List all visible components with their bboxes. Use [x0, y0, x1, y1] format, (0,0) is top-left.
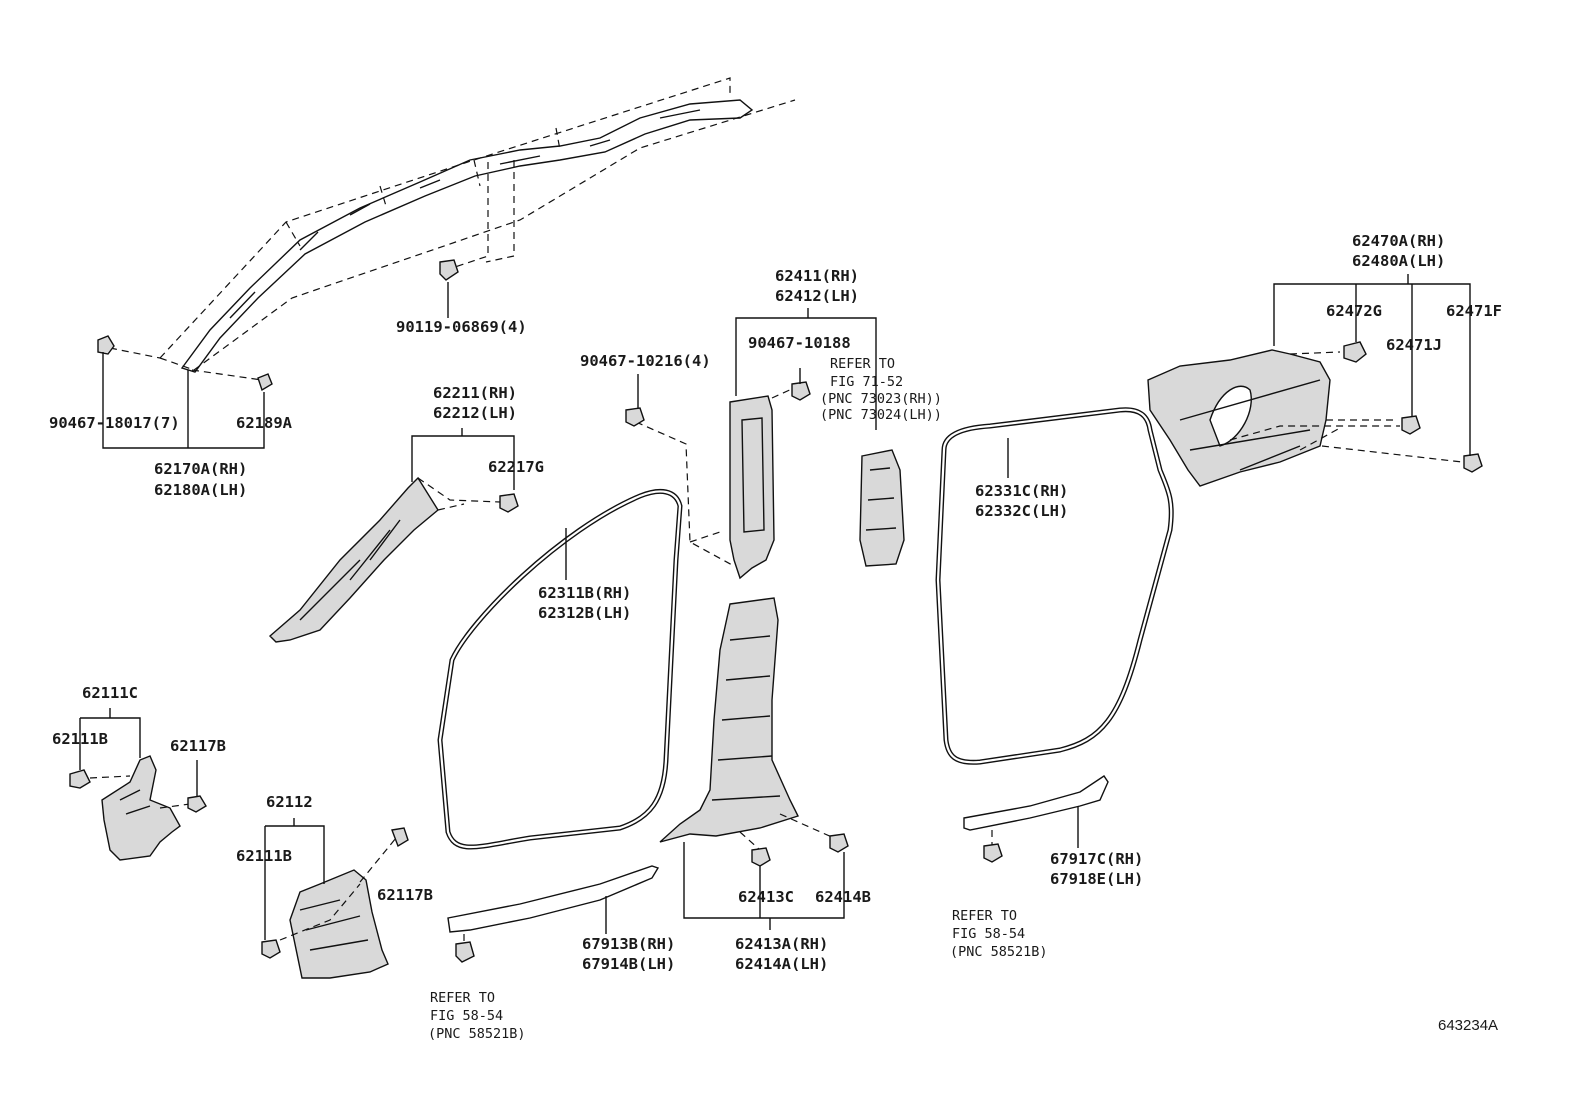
refer-note-fig71-line2: FIG 71-52 [830, 374, 904, 390]
refer-note-pnc-58521b-b: (PNC 58521B) [950, 944, 1048, 960]
part-label-62311b: 62311B(RH) [538, 584, 632, 602]
part-label-62111b-a: 62111B [52, 730, 108, 748]
front-door-weatherstrip [437, 488, 683, 850]
part-label-62312b: 62312B(LH) [538, 604, 632, 622]
part-label-90467-10188: 90467-10188 [748, 334, 851, 352]
part-label-62471f: 62471F [1446, 302, 1502, 320]
center-pillar-upper-garnish [625, 308, 877, 580]
refer-note-fig58-b-line1: REFER TO [952, 908, 1018, 924]
part-label-62117b-a: 62117B [170, 737, 226, 755]
leader-lines-roof [102, 282, 449, 449]
part-label-62414a: 62414A(LH) [735, 955, 829, 973]
refer-note-pnc-73024: (PNC 73024(LH)) [820, 407, 942, 423]
refer-note-pnc-73023: (PNC 73023(RH)) [820, 391, 942, 407]
front-pillar-garnish [268, 428, 519, 643]
part-label-62413a: 62413A(RH) [735, 935, 829, 953]
figure-id: 643234A [1438, 1017, 1499, 1034]
part-label-62170a: 62170A(RH) [154, 460, 248, 478]
clip-icon [97, 259, 459, 392]
cowl-side-trim-left [69, 708, 207, 861]
part-label-62414b: 62414B [815, 888, 871, 906]
part-label-62211: 62211(RH) [433, 384, 517, 402]
quarter-trim-panel [1147, 274, 1483, 487]
refer-note-pnc-58521b-a: (PNC 58521B) [428, 1026, 526, 1042]
part-label-62471j: 62471J [1386, 336, 1442, 354]
refer-note-fig58-a-line2: FIG 58-54 [430, 1008, 504, 1024]
part-label-62413c: 62413C [738, 888, 794, 906]
refer-note-fig58-a-line1: REFER TO [430, 990, 496, 1006]
refer-note-fig58-b-line2: FIG 58-54 [952, 926, 1026, 942]
part-label-62472g: 62472G [1326, 302, 1382, 320]
part-label-62112: 62112 [266, 793, 313, 811]
part-label-62411: 62411(RH) [775, 267, 859, 285]
part-label-62111c: 62111C [82, 684, 138, 702]
front-scuff-plate [447, 865, 660, 963]
part-label-62470a: 62470A(RH) [1352, 232, 1446, 250]
part-label-62180a: 62180A(LH) [154, 481, 248, 499]
part-label-67913b: 67913B(RH) [582, 935, 676, 953]
center-pillar-lower-garnish [659, 597, 849, 930]
part-label-90467-10216: 90467-10216(4) [580, 352, 711, 370]
part-label-62117b-b: 62117B [377, 886, 433, 904]
rear-door-weatherstrip [935, 407, 1174, 765]
part-label-62331c: 62331C(RH) [975, 482, 1069, 500]
part-label-62412: 62412(LH) [775, 287, 859, 305]
part-label-62217g: 62217G [488, 458, 544, 476]
part-label-62480a: 62480A(LH) [1352, 252, 1446, 270]
seatbelt-anchor-cover [859, 449, 905, 567]
refer-note-fig71-line1: REFER TO [830, 356, 896, 372]
cowl-side-trim-right [261, 818, 409, 979]
part-label-62212: 62212(LH) [433, 404, 517, 422]
part-label-67918e: 67918E(LH) [1050, 870, 1144, 888]
part-label-67914b: 67914B(LH) [582, 955, 676, 973]
part-label-62189a: 62189A [236, 414, 292, 432]
part-label-62332c: 62332C(LH) [975, 502, 1069, 520]
part-label-90119-06869: 90119-06869(4) [396, 318, 527, 336]
part-label-67917c: 67917C(RH) [1050, 850, 1144, 868]
rear-scuff-plate [963, 775, 1109, 863]
part-label-62111b-b: 62111B [236, 847, 292, 865]
part-label-90467-18017: 90467-18017(7) [49, 414, 180, 432]
roof-airbag-assembly [109, 77, 796, 381]
